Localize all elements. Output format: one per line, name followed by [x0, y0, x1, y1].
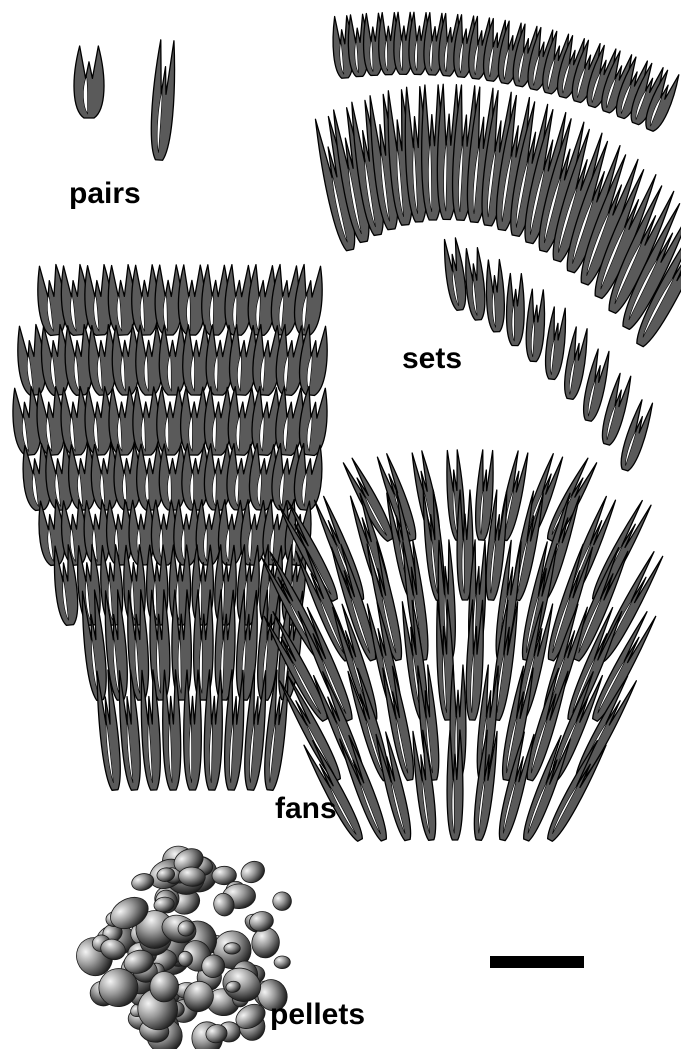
fan-tooth: [132, 387, 160, 455]
set-tooth: [525, 289, 547, 362]
pellet: [237, 857, 268, 887]
fan-tooth: [444, 450, 466, 541]
label-sets: sets: [402, 342, 462, 375]
fan-tooth: [471, 730, 500, 841]
set-tooth: [463, 247, 487, 320]
set-tooth: [441, 237, 468, 311]
pellet: [224, 943, 241, 955]
pair-tooth: [148, 40, 177, 161]
fan-tooth: [157, 387, 183, 455]
pairs-group: [74, 40, 178, 161]
label-pairs: pairs: [69, 177, 141, 210]
sets-group: [312, 12, 681, 473]
pellet: [271, 890, 293, 912]
fan-tooth: [155, 265, 182, 335]
pair-tooth: [74, 46, 104, 118]
set-tooth: [485, 259, 505, 332]
set-tooth: [506, 273, 524, 345]
pellet: [274, 956, 290, 969]
fans-group: [10, 264, 666, 844]
label-pellets: pellets: [270, 998, 365, 1031]
scale-bar: [490, 956, 584, 968]
pellets-group: [71, 843, 293, 1049]
fan-tooth: [184, 670, 202, 790]
fan-tooth: [178, 265, 205, 335]
label-fans: fans: [275, 792, 337, 825]
set-tooth: [543, 307, 569, 381]
